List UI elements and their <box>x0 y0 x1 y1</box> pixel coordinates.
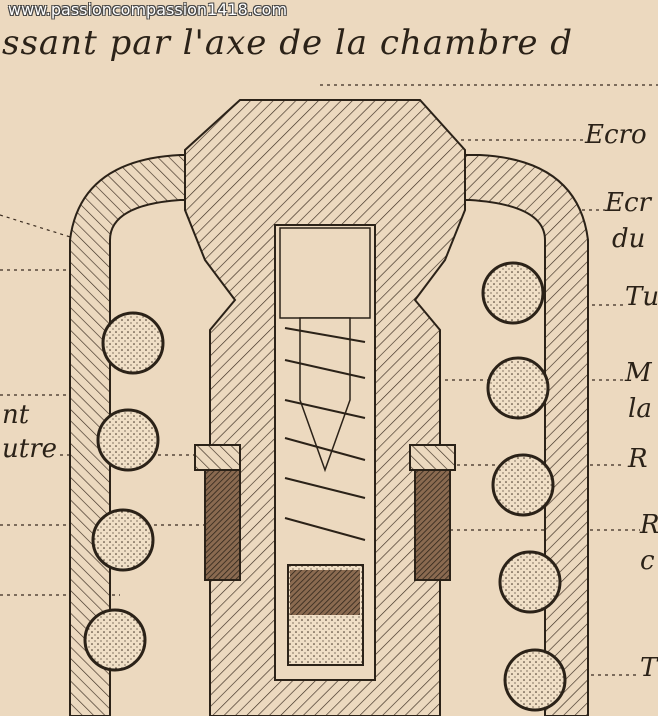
balls <box>83 261 567 712</box>
label-r-2: R <box>640 510 658 540</box>
label-t: T <box>640 653 658 683</box>
label-du: du <box>612 224 646 254</box>
label-nt: nt <box>2 400 30 430</box>
label-r: R <box>628 444 648 474</box>
label-utre: utre <box>2 434 58 464</box>
drawing-title: ssant par l'axe de la chambre d <box>2 23 574 63</box>
spring <box>284 327 366 541</box>
label-c: c <box>640 546 655 576</box>
label-la: la <box>628 394 652 424</box>
label-m: M <box>625 358 652 388</box>
label-tube: Tu <box>625 282 658 312</box>
central-plug <box>184 99 466 716</box>
watermark: www.passioncompassion1418.com <box>8 0 288 19</box>
label-ecrou: Ecro <box>585 120 647 150</box>
label-ecrou-2: Ecr <box>605 188 651 218</box>
